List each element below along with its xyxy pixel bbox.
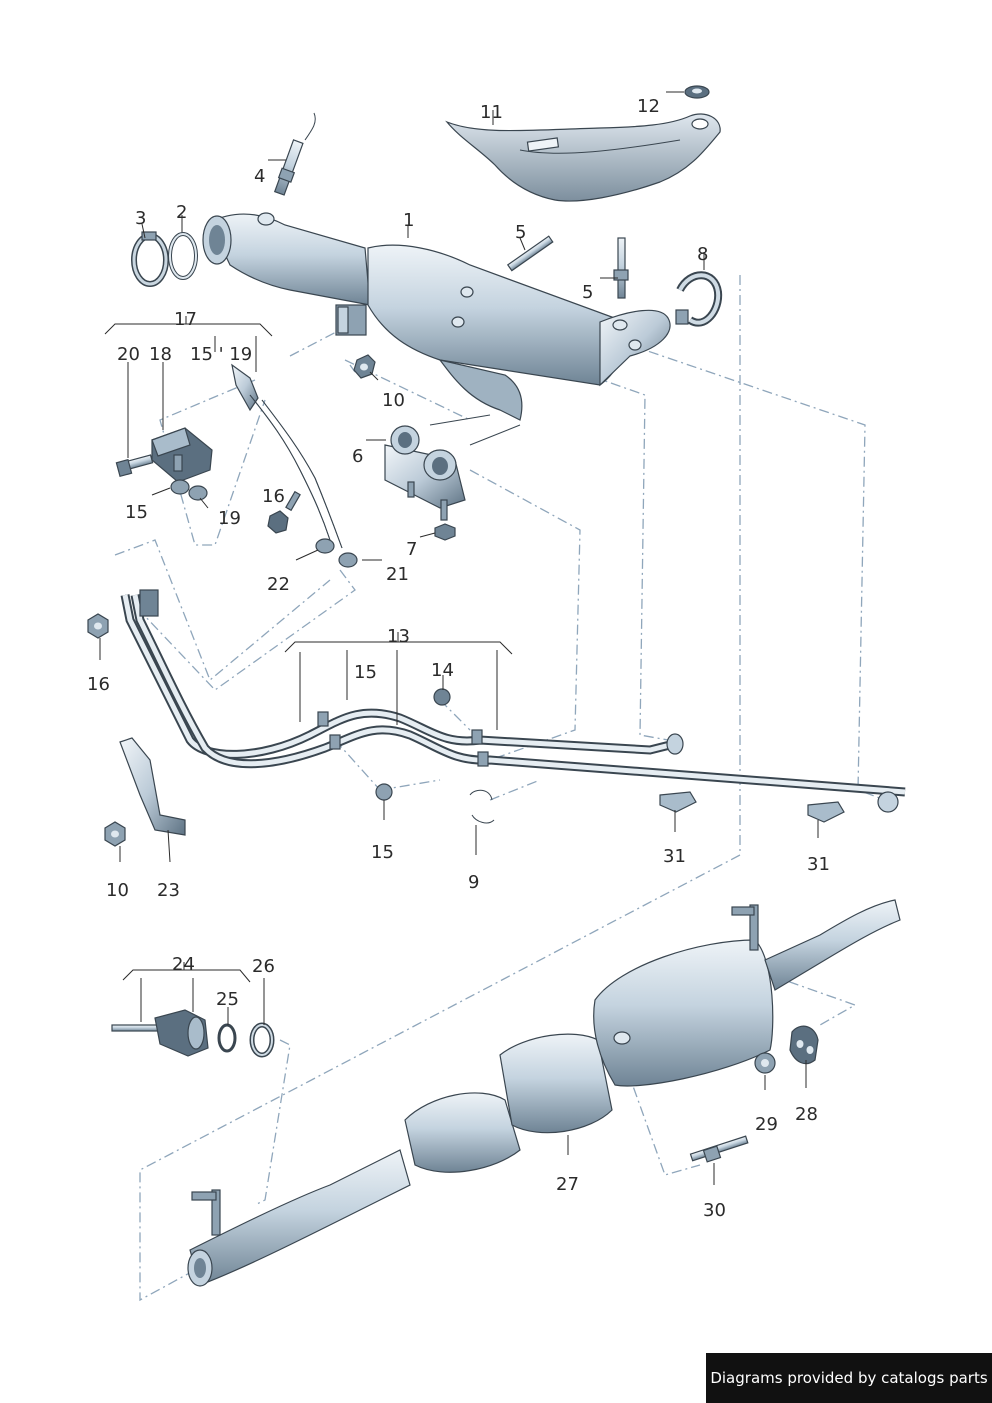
nut bbox=[87, 613, 451, 847]
leader-lines bbox=[99, 91, 819, 1185]
injector bbox=[111, 1009, 209, 1057]
label-15c: 15 bbox=[354, 662, 377, 683]
label-15-19: 15 ' 19 bbox=[190, 344, 252, 365]
label-24: 24 bbox=[172, 954, 195, 975]
label-5b: 5 bbox=[582, 282, 593, 303]
pipe-holder bbox=[659, 791, 845, 823]
label-5a: 5 bbox=[515, 222, 526, 243]
pressure-sensor bbox=[151, 427, 213, 483]
clamp-ring bbox=[131, 231, 169, 287]
label-8: 8 bbox=[697, 244, 708, 265]
label-22: 22 bbox=[267, 574, 290, 595]
pipe-clip bbox=[469, 789, 495, 824]
label-16a: 16 bbox=[262, 486, 285, 507]
label-31a: 31 bbox=[663, 846, 686, 867]
label-31b: 31 bbox=[807, 854, 830, 875]
gasket-ring bbox=[168, 232, 198, 280]
nut bbox=[170, 479, 208, 501]
seal-ring bbox=[217, 1023, 237, 1053]
part-labels: 1 2 3 4 5 5 6 7 8 9 10 10 11 12 13 14 15… bbox=[87, 96, 830, 1221]
label-3: 3 bbox=[135, 208, 146, 229]
label-1: 1 bbox=[403, 210, 414, 231]
label-27: 27 bbox=[556, 1174, 579, 1195]
label-30: 30 bbox=[703, 1200, 726, 1221]
pressure-pipes bbox=[120, 589, 906, 813]
label-4: 4 bbox=[254, 166, 265, 187]
nut bbox=[267, 490, 358, 568]
credit-banner: Diagrams provided by catalogs parts bbox=[706, 1353, 992, 1403]
label-29: 29 bbox=[755, 1114, 778, 1135]
clamp bbox=[249, 1022, 275, 1058]
label-2: 2 bbox=[176, 202, 187, 223]
label-23: 23 bbox=[157, 880, 180, 901]
temperature-sensor bbox=[506, 235, 629, 299]
mounting-bracket bbox=[384, 425, 466, 509]
label-7: 7 bbox=[406, 539, 417, 560]
label-17: 17 bbox=[174, 309, 197, 330]
lambda-sensor bbox=[273, 112, 316, 196]
label-10b: 10 bbox=[106, 880, 129, 901]
rear-silencer bbox=[187, 899, 901, 1287]
bracket bbox=[119, 737, 186, 836]
label-14: 14 bbox=[431, 660, 454, 681]
pressure-pipe-bracket bbox=[231, 363, 343, 549]
label-16b: 16 bbox=[87, 674, 110, 695]
label-19: 19 bbox=[218, 508, 241, 529]
assembly-lines bbox=[114, 275, 886, 1302]
label-12: 12 bbox=[637, 96, 660, 117]
label-25: 25 bbox=[216, 989, 239, 1010]
rubber-mount bbox=[789, 1025, 819, 1065]
label-15d: 15 bbox=[371, 842, 394, 863]
bolt bbox=[434, 499, 456, 541]
label-11: 11 bbox=[480, 102, 503, 123]
label-28: 28 bbox=[795, 1104, 818, 1125]
grommet bbox=[684, 85, 710, 99]
washer bbox=[754, 1052, 776, 1074]
label-9: 9 bbox=[468, 872, 479, 893]
sensor-holder bbox=[335, 304, 367, 336]
bolt bbox=[115, 454, 154, 478]
heat-shield bbox=[445, 113, 721, 202]
particulate-filter bbox=[202, 212, 671, 446]
label-20: 20 bbox=[117, 344, 140, 365]
label-26: 26 bbox=[252, 956, 275, 977]
label-6: 6 bbox=[352, 446, 363, 467]
label-21: 21 bbox=[386, 564, 409, 585]
label-15a: 15 bbox=[125, 502, 148, 523]
temperature-sensor bbox=[689, 1135, 749, 1163]
label-10a: 10 bbox=[382, 390, 405, 411]
label-18: 18 bbox=[149, 344, 172, 365]
exhaust-clamp bbox=[675, 271, 723, 327]
label-13: 13 bbox=[387, 626, 410, 647]
